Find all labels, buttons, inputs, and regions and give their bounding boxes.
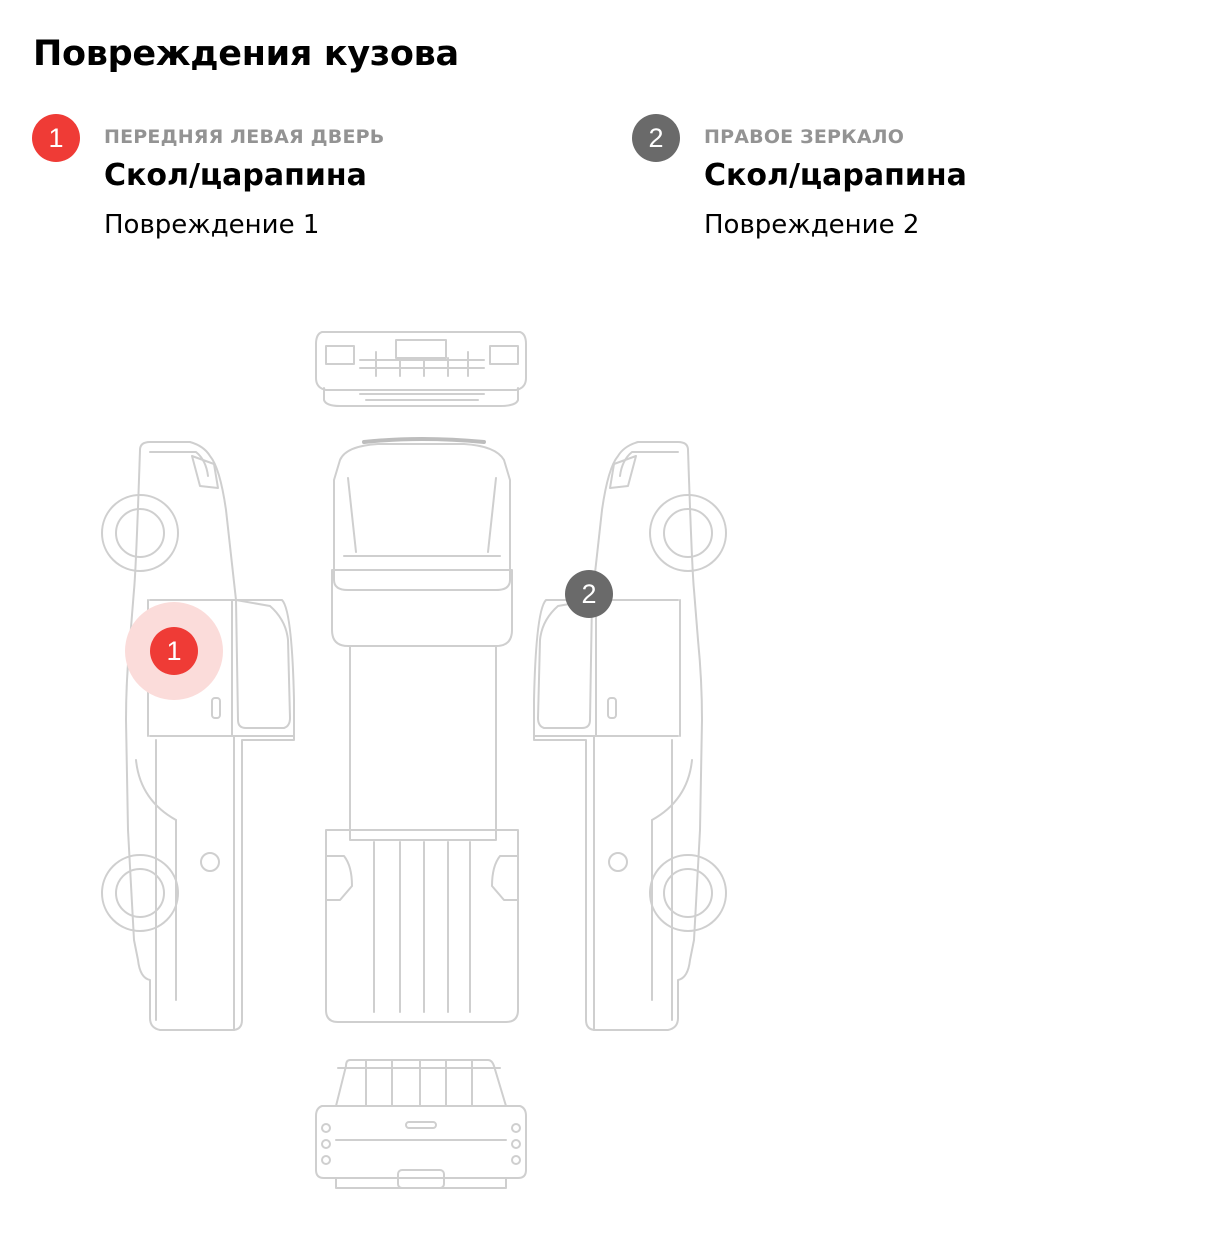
damage-number-badge: 1 [32, 114, 80, 162]
damage-marker-2[interactable]: 2 [565, 570, 613, 618]
damage-number-badge: 2 [632, 114, 680, 162]
damage-list[interactable]: 1 ПЕРЕДНЯЯ ЛЕВАЯ ДВЕРЬ Скол/царапина Пов… [0, 110, 967, 270]
damage-location: ПЕРЕДНЯЯ ЛЕВАЯ ДВЕРЬ [104, 126, 385, 148]
car-left-side-view [101, 441, 295, 1031]
car-right-side-view [533, 441, 727, 1031]
car-front-view [315, 331, 527, 407]
damage-label: Повреждение 1 [104, 210, 320, 240]
damage-marker-1[interactable]: 1 [150, 627, 198, 675]
damage-type: Скол/царапина [704, 158, 967, 193]
car-outline-illustration [101, 331, 727, 1189]
damage-type: Скол/царапина [104, 158, 367, 193]
page-title: Повреждения кузова [33, 34, 459, 74]
car-damage-diagram: 1 2 [0, 300, 828, 1248]
car-rear-view [315, 1059, 527, 1189]
damage-location: ПРАВОЕ ЗЕРКАЛО [704, 126, 905, 148]
car-top-view [325, 437, 519, 1023]
damage-label: Повреждение 2 [704, 210, 920, 240]
